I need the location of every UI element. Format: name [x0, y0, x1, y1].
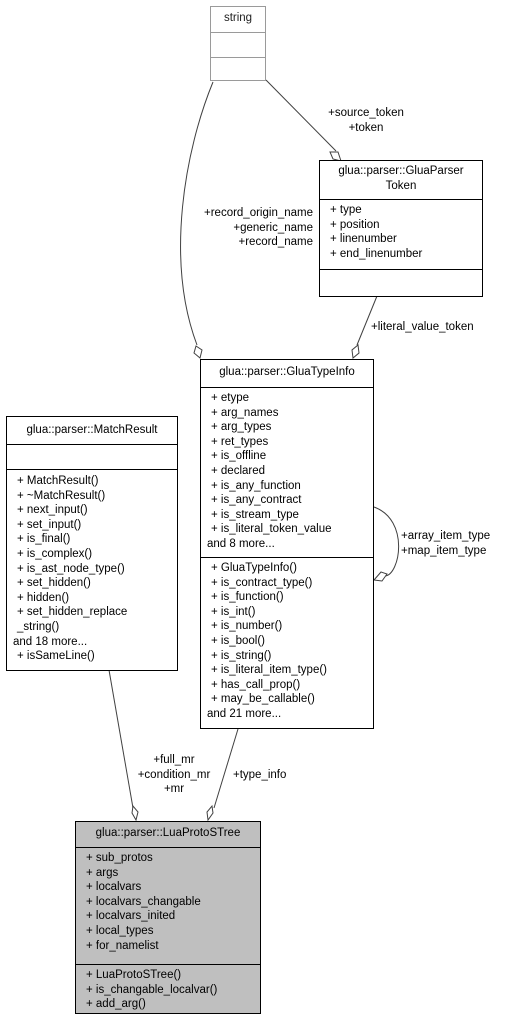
method: + is_int() [211, 605, 256, 618]
class-gluaparser-token: glua::parser::GluaParser Token + type + … [319, 160, 483, 297]
attribute: + ret_types [211, 435, 269, 448]
class-matchresult-title: glua::parser::MatchResult [26, 424, 158, 436]
method: + MatchResult() [17, 475, 99, 487]
class-token-attributes: + type + position + linenumber + end_lin… [320, 199, 482, 269]
class-token-title-line2: Token [385, 179, 417, 192]
diamond-typeinfo-self [373, 571, 388, 582]
attribute: + is_offline [211, 450, 267, 463]
class-typeinfo-title: glua::parser::GluaTypeInfo [219, 366, 355, 378]
attribute: + arg_names [211, 406, 279, 419]
edge-label-record: +record_origin_name +generic_name +recor… [204, 207, 313, 249]
attribute: + is_any_function [211, 479, 301, 492]
class-string-attributes [211, 32, 265, 57]
method: + set_input() [17, 518, 82, 531]
attribute: + for_namelist [86, 939, 159, 952]
edge-label-type-info: +type_info [233, 769, 287, 781]
class-string-methods [211, 57, 265, 81]
method-continuation: _string() [17, 620, 60, 633]
method: + add_arg() [86, 998, 146, 1011]
class-token-title-line1: glua::parser::GluaParser [338, 165, 464, 177]
attribute: + localvars_inited [86, 910, 176, 923]
class-typeinfo-methods: + GluaTypeInfo() + is_contract_type() + … [201, 557, 373, 728]
class-matchresult-methods: + MatchResult() + ~MatchResult() + next_… [7, 469, 177, 670]
method: + is_ast_node_type() [17, 562, 125, 575]
attribute: + args [86, 866, 119, 879]
attributes-more: and 8 more... [207, 537, 275, 550]
method: + is_literal_item_type() [211, 664, 328, 677]
class-luaprotostree: glua::parser::LuaProtoSTree + sub_protos… [75, 821, 261, 1014]
edge-string-to-typeinfo [180, 81, 214, 346]
edge-typeinfo-to-luaproto [213, 728, 239, 809]
class-string-title: string [223, 12, 253, 24]
edge-label-array-item: +array_item_type +map_item_type [401, 530, 491, 557]
diamond-luaproto-mr [131, 804, 139, 822]
diamond-token [329, 151, 342, 162]
edge-matchresult-to-luaproto [108, 669, 134, 809]
method: + is_bool() [211, 634, 266, 647]
method: + is_contract_type() [211, 576, 313, 589]
attribute: + is_stream_type [211, 508, 299, 521]
attribute: + end_linenumber [330, 247, 423, 260]
method: + set_hidden() [17, 577, 91, 590]
class-matchresult: glua::parser::MatchResult + MatchResult(… [6, 416, 178, 671]
method: + next_input() [17, 504, 88, 517]
method: + may_be_callable() [211, 693, 315, 706]
attribute: + arg_types [211, 421, 272, 434]
class-token-methods [320, 269, 482, 296]
attribute: + declared [211, 464, 266, 477]
diamond-typeinfo-literal [351, 344, 360, 359]
edge-label-match-result: +full_mr +condition_mr +mr [137, 754, 211, 796]
method: + is_function() [211, 591, 284, 604]
edge-label-literal-value-token: +literal_value_token [371, 321, 474, 333]
methods-more: and 18 more... [13, 635, 88, 648]
class-luaproto-attributes: + sub_protos + args + localvars + localv… [76, 847, 260, 964]
class-token-title: glua::parser::GluaParser Token [320, 161, 482, 199]
attribute: + position [330, 218, 380, 231]
method: + is_complex() [17, 547, 93, 560]
attribute: + local_types [86, 924, 154, 937]
edge-label-source-token: +source_token +token [328, 107, 404, 134]
method: + set_hidden_replace [17, 606, 128, 619]
method: + has_call_prop() [211, 678, 301, 691]
method: + GluaTypeInfo() [211, 562, 297, 574]
class-luaproto-methods: + LuaProtoSTree() + is_changable_localva… [76, 964, 260, 1013]
edge-typeinfo-self [373, 506, 400, 577]
methods-more: and 21 more... [207, 707, 282, 720]
class-gluatypeinfo: glua::parser::GluaTypeInfo + etype + arg… [200, 359, 374, 729]
edge-token-to-typeinfo [356, 295, 378, 346]
method: + isSameLine() [17, 650, 95, 663]
edge-string-to-token [265, 79, 337, 152]
class-luaproto-title: glua::parser::LuaProtoSTree [95, 827, 241, 839]
attribute: + localvars [86, 881, 142, 894]
class-string: string [210, 6, 266, 81]
attribute: + etype [211, 392, 250, 404]
method: + ~MatchResult() [17, 489, 106, 502]
method: + hidden() [17, 591, 70, 604]
attribute: + sub_protos [86, 852, 153, 864]
method: + is_final() [17, 533, 71, 546]
class-matchresult-attributes [7, 444, 177, 469]
method: + LuaProtoSTree() [86, 969, 182, 981]
attribute: + is_literal_token_value [211, 523, 332, 536]
attribute: + is_any_contract [211, 494, 302, 507]
method: + is_string() [211, 649, 272, 662]
diamond-typeinfo-record [193, 345, 203, 359]
diamond-luaproto-typeinfo [206, 804, 214, 822]
attribute: + localvars_changable [86, 895, 201, 908]
method: + is_changable_localvar() [86, 983, 218, 996]
attribute: + type [330, 204, 362, 216]
attribute: + linenumber [330, 233, 397, 246]
class-typeinfo-attributes: + etype + arg_names + arg_types + ret_ty… [201, 387, 373, 557]
method: + is_number() [211, 620, 283, 633]
